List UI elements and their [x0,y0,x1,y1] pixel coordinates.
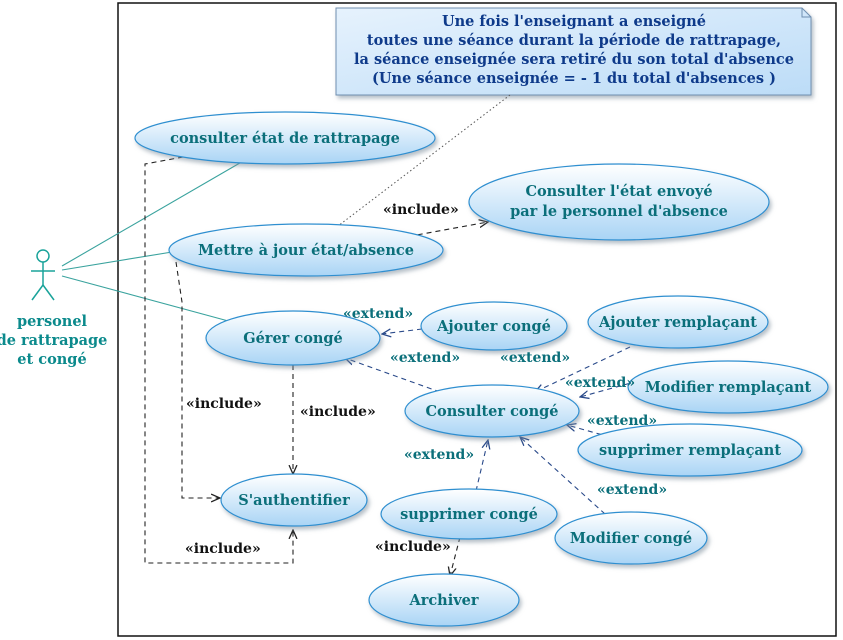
include-label-gerer-conge: «include» [300,404,376,420]
extend-modifier-conge [520,437,606,515]
use-case-label: S'authentifier [238,492,350,509]
use-case-label-line-2: par le personnel d'absence [510,203,728,220]
use-case-label: Ajouter remplaçant [598,314,757,331]
use-case-gerer-conge: Gérer congé [205,310,381,366]
use-case-sauthentifier: S'authentifier [220,473,368,527]
actor-head [36,249,50,263]
use-case-label: supprimer congé [400,506,538,523]
use-case-archiver: Archiver [368,573,520,627]
extend-label-supprimer-conge: «extend» [404,447,474,463]
use-case-modifier-remplacant: Modifier remplaçant [627,360,829,414]
extend-label-ajouter-remplacant: «extend» [500,350,570,366]
actor-label-line-1: personel [17,313,88,330]
extend-label-ajouter-conge: «extend» [343,306,413,322]
use-case-label: Modifier congé [570,530,692,547]
extend-label-modifier-conge: «extend» [597,482,667,498]
note-anchor [337,94,511,227]
actor-left-leg [31,284,44,301]
use-case-modifier-conge: Modifier congé [554,511,708,565]
use-case-label: Archiver [408,592,478,609]
actor-label-line-3: et congé [17,351,86,368]
note-line-1: Une fois l'enseignant a enseigné [442,13,706,30]
use-case-consulter-conge: Consulter congé [404,384,580,438]
use-case-label-line-1: Consulter l'état envoyé [525,183,712,200]
include-label-archiver: «include» [375,539,451,555]
include-label-consulter-etat: «include» [185,541,261,557]
use-case-label: Ajouter congé [436,318,551,335]
note-line-4: (Une séance enseignée = - 1 du total d'a… [372,70,776,87]
use-case-supprimer-remplacant: supprimer remplaçant [577,423,803,477]
association-mettre-a-jour [61,251,173,271]
include-label-envoye: «include» [383,202,459,218]
use-case-ajouter-remplacant: Ajouter remplaçant [587,295,769,349]
note: Une fois l'enseignant a enseigné toutes … [335,7,812,96]
include-label-mettre-a-jour: «include» [186,396,262,412]
association-gerer-conge [61,275,233,323]
actor [31,249,55,301]
use-case-label: consulter état de rattrapage [170,130,400,147]
use-case-consulter-etat: consulter état de rattrapage [134,111,436,165]
include-consulter-etat-auth [144,156,293,564]
note-line-2: toutes une séance durant la période de r… [367,32,781,49]
actor-label-line-2: de rattrapage [0,332,107,349]
use-case-label: Modifier remplaçant [645,379,812,396]
use-case-consulter-envoye: Consulter l'état envoyé par le personnel… [468,163,770,241]
extend-ajouter-conge [382,329,423,334]
actor-right-leg [42,284,55,301]
use-case-mettre-a-jour: Mettre à jour état/absence [168,223,444,277]
use-case-label: Gérer congé [243,330,343,347]
extend-label-consulter-conge: «extend» [390,350,460,366]
include-mettre-a-jour-envoye [399,222,488,239]
use-case-label: Mettre à jour état/absence [198,242,414,259]
extend-consulter-conge [345,358,441,393]
use-case-label: supprimer remplaçant [599,442,781,459]
include-supprimer-archiver [450,536,461,576]
extend-supprimer-remplacant [567,425,611,438]
note-line-3: la séance enseignée sera retiré du son t… [354,51,794,68]
use-case-ajouter-conge: Ajouter congé [420,301,568,351]
association-consulter-etat [61,159,246,267]
use-case-label: Consulter congé [426,403,559,420]
extend-label-supprimer-remplacant: «extend» [587,413,657,429]
extend-label-modifier-remplacant: «extend» [565,375,635,391]
include-mettre-a-jour-auth [175,261,220,498]
use-case-supprimer-conge: supprimer congé [380,488,558,540]
